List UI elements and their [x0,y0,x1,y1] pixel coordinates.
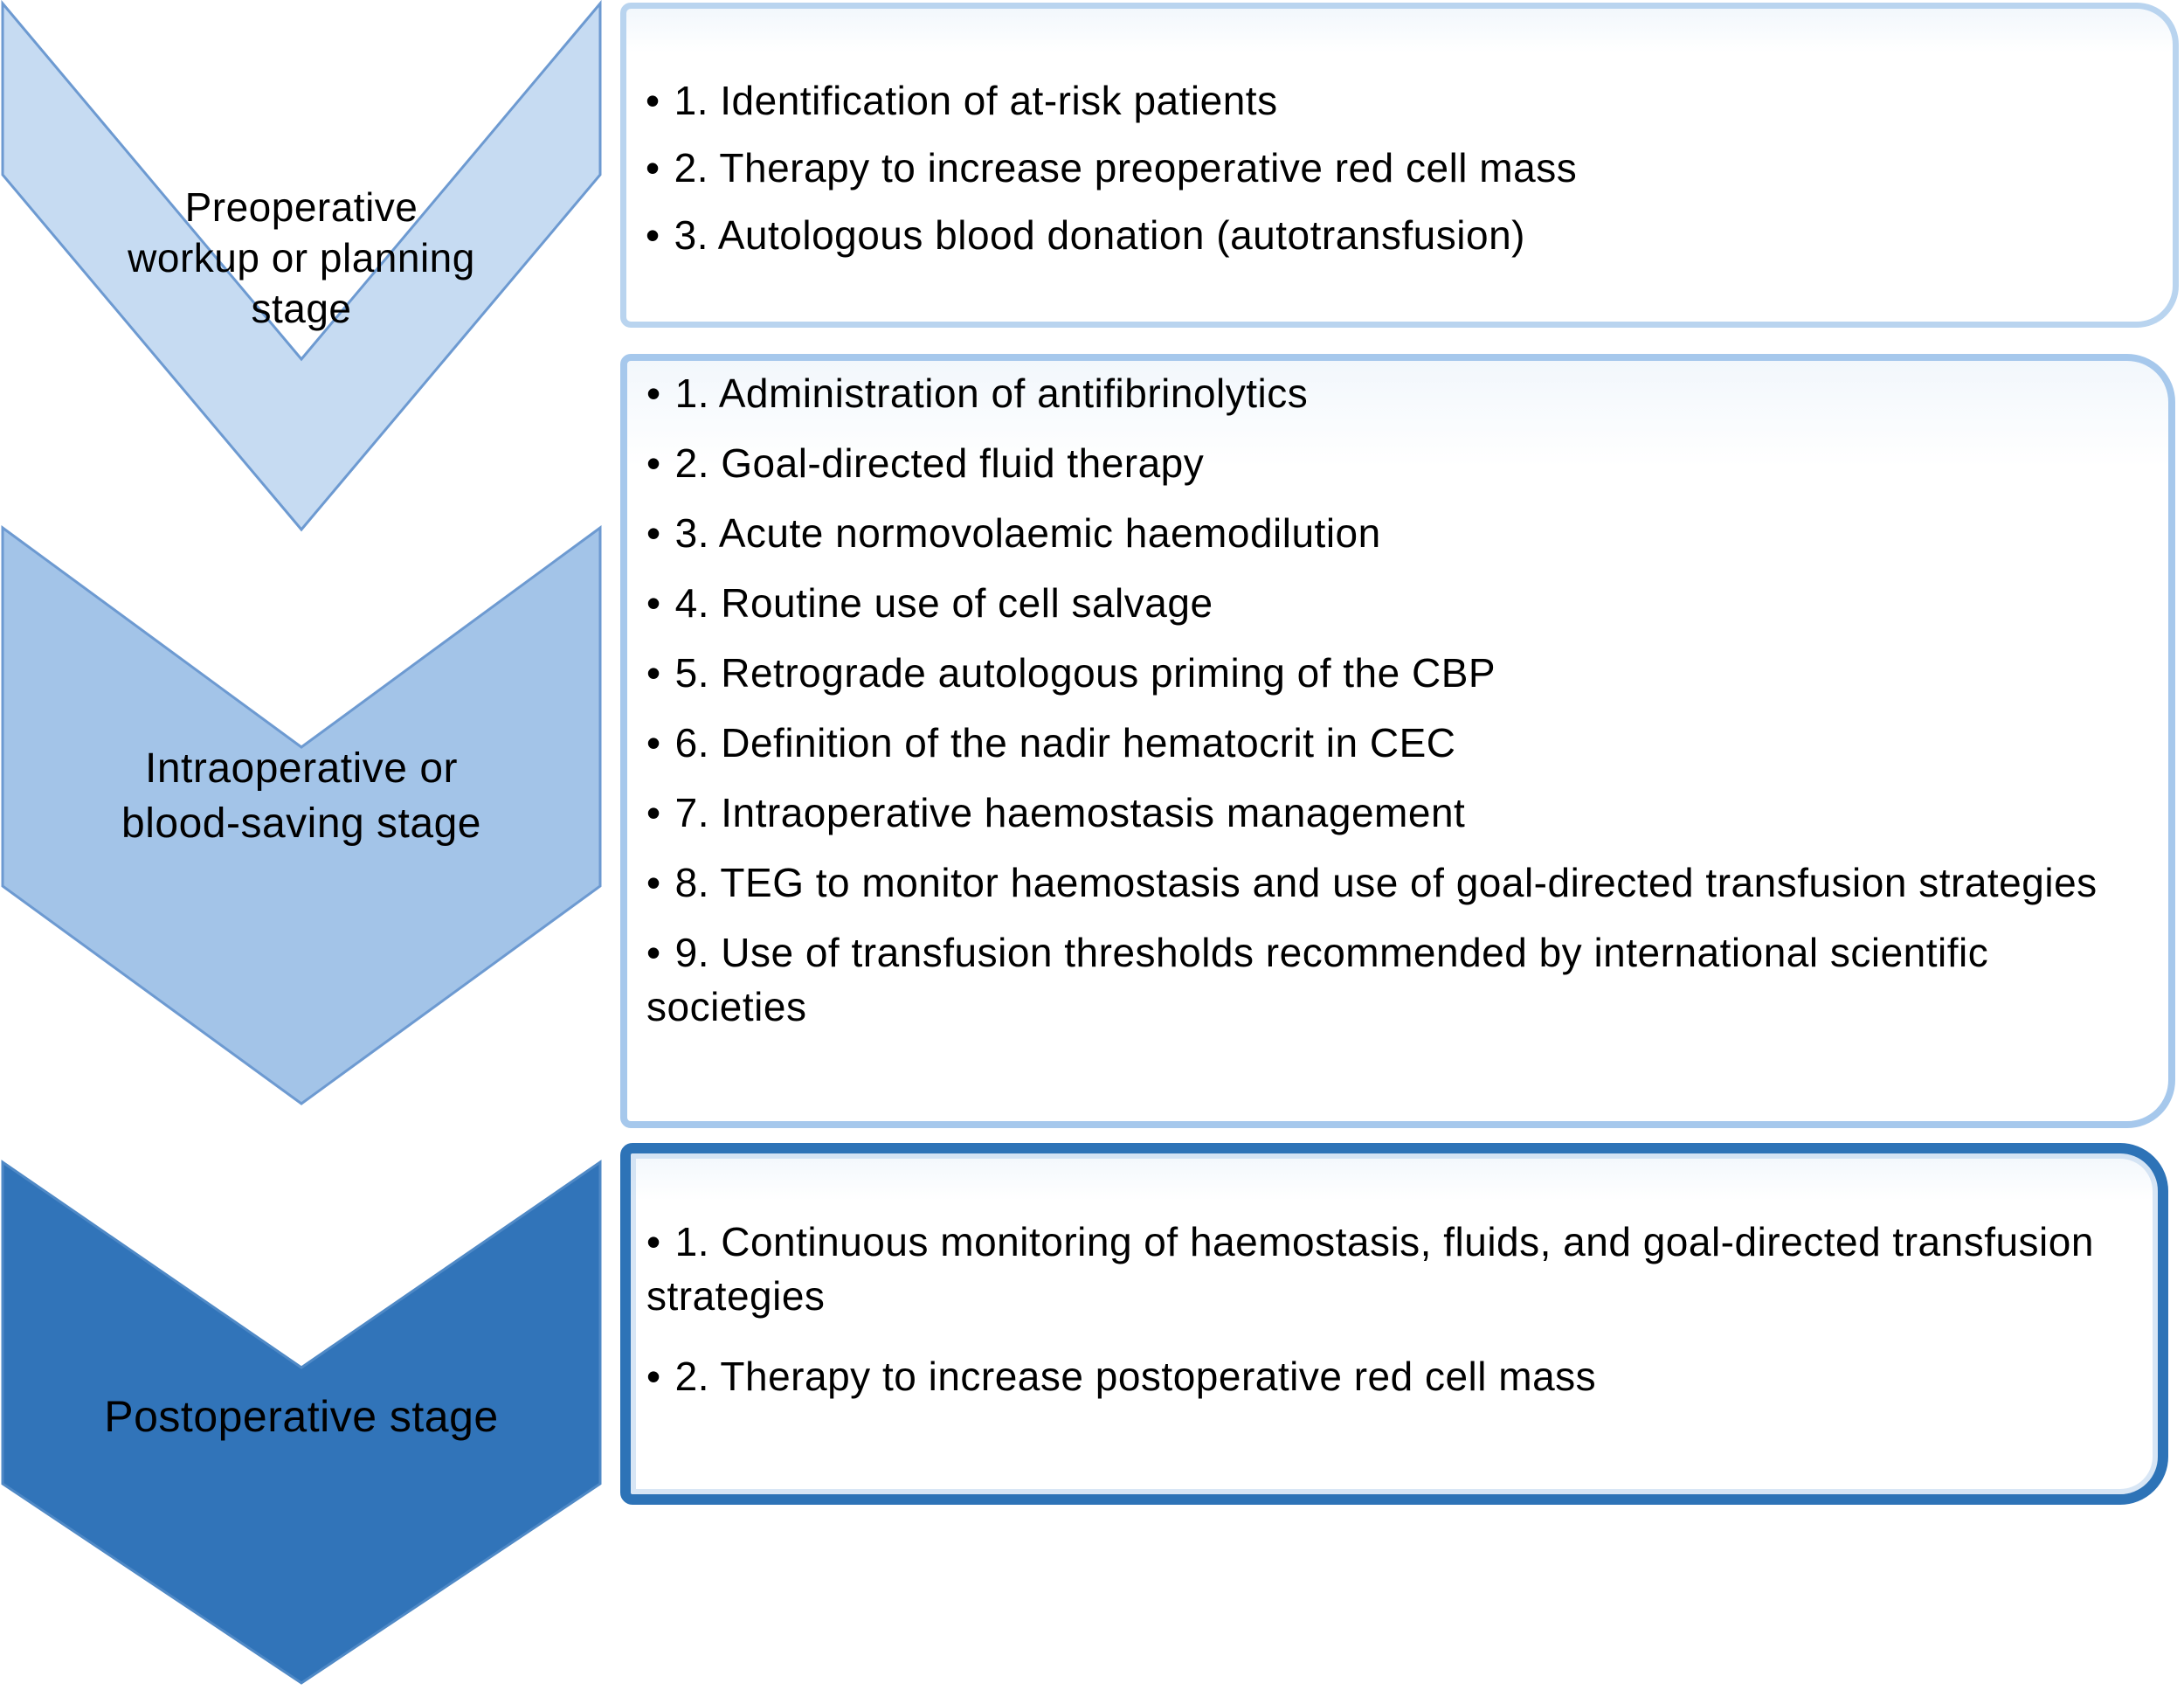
list-item: • 1. Administration of antifibrinolytics [646,366,2142,420]
bullet-icon: • [646,371,661,416]
list-item-text: 3. Autologous blood donation (autotransf… [674,212,1525,258]
stage-label-preoperative: Preoperative workup or planning stage [0,182,603,334]
list-item: • 8. TEG to monitor haemostasis and use o… [646,855,2142,910]
stage-label-line: Intraoperative or [144,745,459,792]
list-item: • 6. Definition of the nadir hematocrit i… [646,716,2142,770]
list-item-text: 2. Therapy to increase postoperative red… [674,1354,1597,1399]
list-item: • 2. Goal-directed fluid therapy [646,436,2142,490]
bullet-icon: • [646,440,661,486]
bullet-icon: • [646,650,661,696]
list-item: • 1. Identification of at-risk patients [646,73,2146,128]
list-item-text: 2. Therapy to increase preoperative red … [674,145,1578,190]
bullet-icon: • [646,145,660,190]
intraoperative-items-box: •1. Administration of antifibrinolytics … [620,354,2175,1128]
bullet-icon: • [646,930,661,975]
list-item-text: 2. Goal-directed fluid therapy [674,440,1205,486]
list-item-text: 7. Intraoperative haemostasis management [674,790,1466,835]
chevron-postoperative-arrow [1,1160,602,1685]
list-item: • 2. Therapy to increase postoperative re… [646,1349,2132,1403]
list-item: •9. Use of transfusion thresholds recomm… [646,925,2142,1034]
list-item-text: 3. Acute normovolaemic haemodilution [674,510,1381,556]
stage-label-line: blood-saving stage [121,800,481,847]
stage-label-line: Preoperative [184,184,418,230]
bullet-icon: • [646,510,661,556]
bullet-icon: • [646,790,661,835]
list-item-text: 9. Use of transfusion thresholds recomme… [646,930,1989,1029]
list-item: • 5. Retrograde autologous priming of the… [646,646,2142,700]
list-item-text: 1. Administration of antifibrinolytics [674,371,1309,416]
list-item: • 2. Therapy to increase preoperative red… [646,141,2146,195]
stage-label-intraoperative: Intraoperative or blood-saving stage [0,741,603,851]
list-item-text: 6. Definition of the nadir hematocrit in… [674,720,1456,765]
list-item: • 3. Autologous blood donation (autotrans… [646,208,2146,262]
list-item-text: 4. Routine use of cell salvage [674,580,1213,626]
bullet-icon: • [646,212,660,258]
chevron-intraoperative-arrow [1,525,602,1105]
stage-label-line: stage [251,286,352,331]
list-item-text: 5. Retrograde autologous priming of the … [674,650,1496,696]
stage-label-postoperative: Postoperative stage [0,1391,603,1442]
list-item: • 3. Acute normovolaemic haemodilution [646,506,2142,560]
list-item: • 4. Routine use of cell salvage [646,576,2142,630]
list-item: • 7. Intraoperative haemostasis managemen… [646,786,2142,840]
list-item-text: 8. TEG to monitor haemostasis and use of… [674,860,2098,905]
stage-label-line: workup or planning [128,235,475,281]
list-item: •1. Continuous monitoring of haemostasis… [646,1215,2132,1323]
bullet-icon: • [646,1354,661,1399]
preoperative-items-box: • 1. Identification of at-risk patients •… [620,3,2179,328]
list-item-text: 1. Continuous monitoring of haemostasis,… [646,1219,2094,1319]
postoperative-items-box: •1. Continuous monitoring of haemostasis… [620,1143,2168,1505]
bullet-icon: • [646,580,661,626]
bullet-icon: • [646,720,661,765]
bullet-icon: • [646,78,660,123]
list-item-text: 1. Identification of at-risk patients [674,78,1278,123]
stage-label-line: Postoperative stage [104,1392,499,1441]
bullet-icon: • [646,1219,661,1264]
bullet-icon: • [646,860,661,905]
chevron-preoperative-arrow [1,0,602,532]
chevron-column [1,0,602,1685]
